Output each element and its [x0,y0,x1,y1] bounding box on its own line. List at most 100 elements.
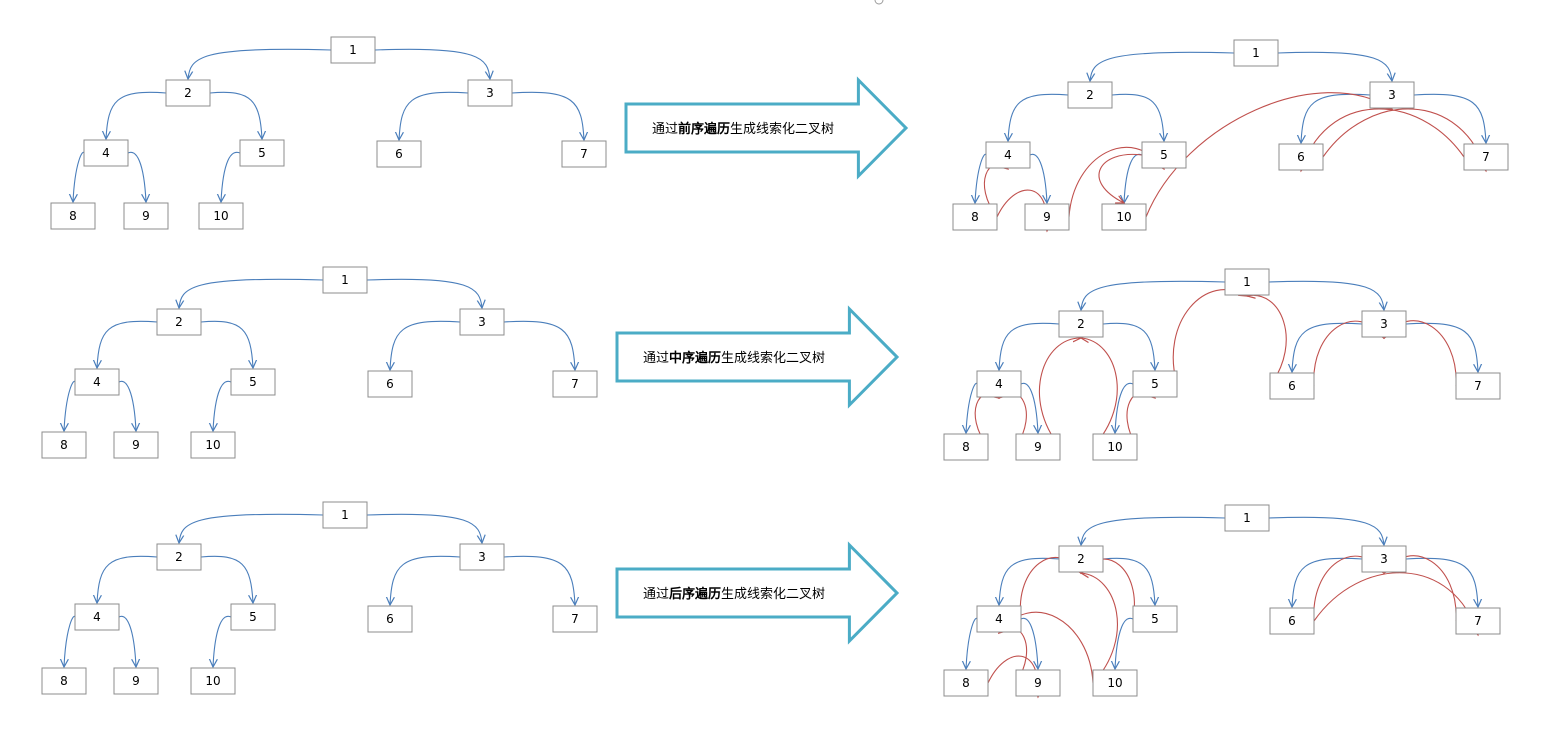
inorder-source-node-8-label: 8 [60,438,68,452]
preorder-threaded-node-9-box [1024,203,1070,231]
inorder-source-node-6-box [367,370,413,398]
preorder-threaded-node-1-box [1233,39,1279,67]
preorder-source-node-8: 8 [50,202,96,230]
postorder-source-node-4-box [74,603,120,631]
preorder-threaded-thread-5-10 [1098,153,1143,203]
postorder-source-node-10: 10 [190,667,236,695]
inorder-threaded-node-4-box [976,370,1022,398]
inorder-threaded-edge-1-3 [1268,280,1384,310]
inorder-source-node-6: 6 [367,370,413,398]
preorder-source-node-9-box [123,202,169,230]
postorder-source-node-9: 9 [113,667,159,695]
preorder-threaded-edge-3-6 [1301,93,1371,143]
preorder-source-node-6-label: 6 [395,147,403,161]
postorder-threaded-node-8: 8 [943,669,989,697]
inorder-threaded-node-6-label: 6 [1288,379,1296,393]
inorder-threaded-edge-4-9 [1020,382,1038,433]
preorder-source-node-3: 3 [467,79,513,107]
top-marker [874,0,884,5]
postorder-source-node-2-box [156,543,202,571]
preorder-threaded-node-3-label: 3 [1388,88,1396,102]
postorder-source-node-3-box [459,543,505,571]
preorder-threaded-node-2: 2 [1067,81,1113,109]
postorder-threaded-edge-1-2 [1081,516,1226,545]
preorder-threaded-edge-4-9 [1029,153,1047,203]
inorder-source-node-2-box [156,308,202,336]
postorder-threaded-node-6-label: 6 [1288,614,1296,628]
preorder-threaded-thread-10-3 [1145,92,1392,218]
preorder-threaded-node-2-box [1067,81,1113,109]
inorder-threaded-thread-6-1 [1247,295,1287,387]
preorder-threaded-node-4-box [985,141,1031,169]
inorder-caption: 通过中序遍历生成线索化二叉树 [643,350,825,366]
inorder-source-node-1: 1 [322,266,368,294]
postorder-source-node-2: 2 [156,543,202,571]
postorder-source-node-1: 1 [322,501,368,529]
preorder-threaded-node-8-box [952,203,998,231]
preorder-source-node-2-label: 2 [184,86,192,100]
postorder-source-node-8-box [41,667,87,695]
preorder-threaded-edge-3-7 [1413,93,1486,143]
preorder-source-node-7-box [561,140,607,168]
preorder-threaded-edge-1-2 [1090,51,1235,81]
preorder-source-node-2-box [165,79,211,107]
postorder-source-node-6-box [367,605,413,633]
inorder-threaded-edge-2-4 [999,322,1060,370]
inorder-source-node-7-box [552,370,598,398]
inorder-threaded-node-7-box [1455,372,1501,400]
postorder-source-edge-5-10 [213,615,232,667]
inorder-threaded-node-8: 8 [943,433,989,461]
inorder-threaded-node-9-box [1015,433,1061,461]
postorder-source-node-7-label: 7 [571,612,579,626]
inorder-source-edge-1-2 [179,278,324,308]
postorder-source-edge-4-8 [64,615,76,667]
inorder-source-node-5-box [230,368,276,396]
postorder-threaded-node-5-label: 5 [1151,612,1159,626]
inorder-source-edge-3-6 [390,320,461,370]
postorder-threaded-node-9: 9 [1015,669,1061,697]
preorder-threaded-node-10: 10 [1101,203,1147,231]
postorder-source-edge-3-7 [503,555,575,605]
preorder-caption-prefix: 通过 [652,122,678,137]
postorder-threaded-node-9-box [1015,669,1061,697]
inorder-source-node-3-label: 3 [478,315,486,329]
inorder-threaded-node-7-label: 7 [1474,379,1482,393]
postorder-source-node-6-label: 6 [386,612,394,626]
preorder-source-edge-1-3 [374,48,490,79]
preorder-source-node-10: 10 [198,202,244,230]
inorder-caption-emphasis: 中序遍历 [669,350,721,366]
postorder-threaded-node-4: 4 [976,605,1022,633]
inorder-source-node-6-label: 6 [386,377,394,391]
preorder-source-node-5: 5 [239,139,285,167]
postorder-source-node-4: 4 [74,603,120,631]
inorder-source-node-5: 5 [230,368,276,396]
inorder-source-node-4-label: 4 [93,375,101,389]
preorder-source-node-1: 1 [330,36,376,64]
postorder-threaded-node-7-label: 7 [1474,614,1482,628]
preorder-threaded-node-4: 4 [985,141,1031,169]
inorder-threaded-node-4: 4 [976,370,1022,398]
preorder-source-node-8-label: 8 [69,209,77,223]
postorder-source-edge-2-4 [97,555,158,603]
preorder-threaded-node-1: 1 [1233,39,1279,67]
preorder-source-edge-4-8 [73,151,85,202]
inorder-threaded-edge-2-5 [1102,322,1155,370]
inorder-threaded-node-2: 2 [1058,310,1104,338]
postorder-threaded-node-3-box [1361,545,1407,573]
postorder-threaded-edge-3-7 [1405,557,1478,607]
postorder-threaded-node-5-box [1132,605,1178,633]
inorder-source-node-7: 7 [552,370,598,398]
inorder-source-node-10: 10 [190,431,236,459]
preorder-source-node-9-label: 9 [142,209,150,223]
inorder-threaded-node-6: 6 [1269,372,1315,400]
postorder-arrow-shape [615,541,900,645]
preorder-source-node-7: 7 [561,140,607,168]
postorder-source-node-8-label: 8 [60,674,68,688]
postorder-threaded-thread-10-2 [1081,573,1118,684]
preorder-threaded-node-5-box [1141,141,1187,169]
postorder-threaded-node-10-box [1092,669,1138,697]
inorder-threaded-node-8-box [943,433,989,461]
inorder-source-node-9-label: 9 [132,438,140,452]
preorder-threaded-node-6: 6 [1278,143,1324,171]
